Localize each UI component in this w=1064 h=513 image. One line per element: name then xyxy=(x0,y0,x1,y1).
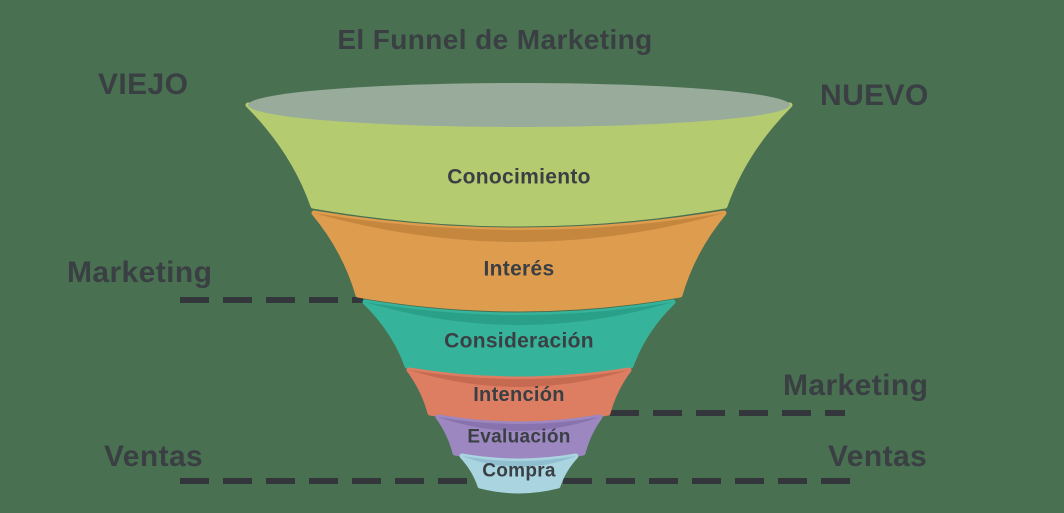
label-viejo: VIEJO xyxy=(98,68,189,101)
label-nuevo: NUEVO xyxy=(820,79,929,112)
label-ventas-new: Ventas xyxy=(828,440,928,473)
funnel-stage-2 xyxy=(311,210,727,312)
funnel-opening xyxy=(248,83,790,127)
funnel-stage-rim-5 xyxy=(438,417,600,431)
funnel-stage-label: Conocimiento xyxy=(447,166,591,189)
page-title: El Funnel de Marketing xyxy=(337,24,653,55)
funnel-stage-label: Compra xyxy=(482,461,556,482)
funnel-stage-rim-4 xyxy=(409,370,629,387)
label-marketing-new: Marketing xyxy=(783,369,929,402)
funnel-stage-rim-2 xyxy=(314,213,724,242)
funnel-stage-label: Consideración xyxy=(444,330,594,353)
funnel-stage-label: Evaluación xyxy=(467,427,570,448)
funnel-stage-label: Intención xyxy=(473,384,565,406)
funnel-stage-6 xyxy=(459,453,579,494)
funnel-stage-label: Interés xyxy=(484,258,555,281)
funnel-stage-rim-6 xyxy=(462,456,576,467)
label-ventas-old: Ventas xyxy=(104,440,204,473)
funnel-stage-rim-3 xyxy=(365,302,673,325)
label-marketing-old: Marketing xyxy=(67,256,213,289)
